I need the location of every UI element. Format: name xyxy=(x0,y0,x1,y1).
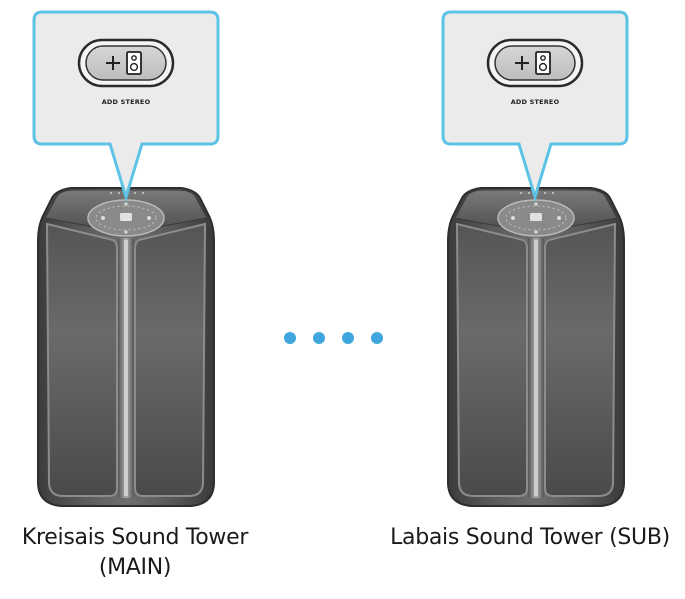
sub-speaker-name: Labais Sound Tower (SUB) xyxy=(390,525,670,550)
connection-dot xyxy=(371,332,383,344)
connection-dot xyxy=(342,332,354,344)
speaker-unit-main: ADD STEREO xyxy=(32,10,220,507)
connection-dot xyxy=(284,332,296,344)
add-stereo-caption: ADD STEREO xyxy=(102,98,151,106)
main-speaker-role: (MAIN) xyxy=(98,555,172,580)
connection-dots xyxy=(284,332,383,344)
add-stereo-icon xyxy=(515,51,551,75)
main-speaker-label: Kreisais Sound Tower (MAIN) xyxy=(0,523,270,583)
speaker-unit-sub: ADD STEREO xyxy=(441,10,629,507)
connection-dot xyxy=(313,332,325,344)
add-stereo-button-sub[interactable] xyxy=(486,38,584,88)
add-stereo-button-main[interactable] xyxy=(77,38,175,88)
add-stereo-caption: ADD STEREO xyxy=(511,98,560,106)
add-stereo-icon xyxy=(106,51,142,75)
speaker-tower-main xyxy=(37,187,215,507)
sub-speaker-label: Labais Sound Tower (SUB) xyxy=(375,523,685,553)
main-speaker-name: Kreisais Sound Tower xyxy=(21,525,249,550)
speaker-tower-sub xyxy=(447,187,625,507)
